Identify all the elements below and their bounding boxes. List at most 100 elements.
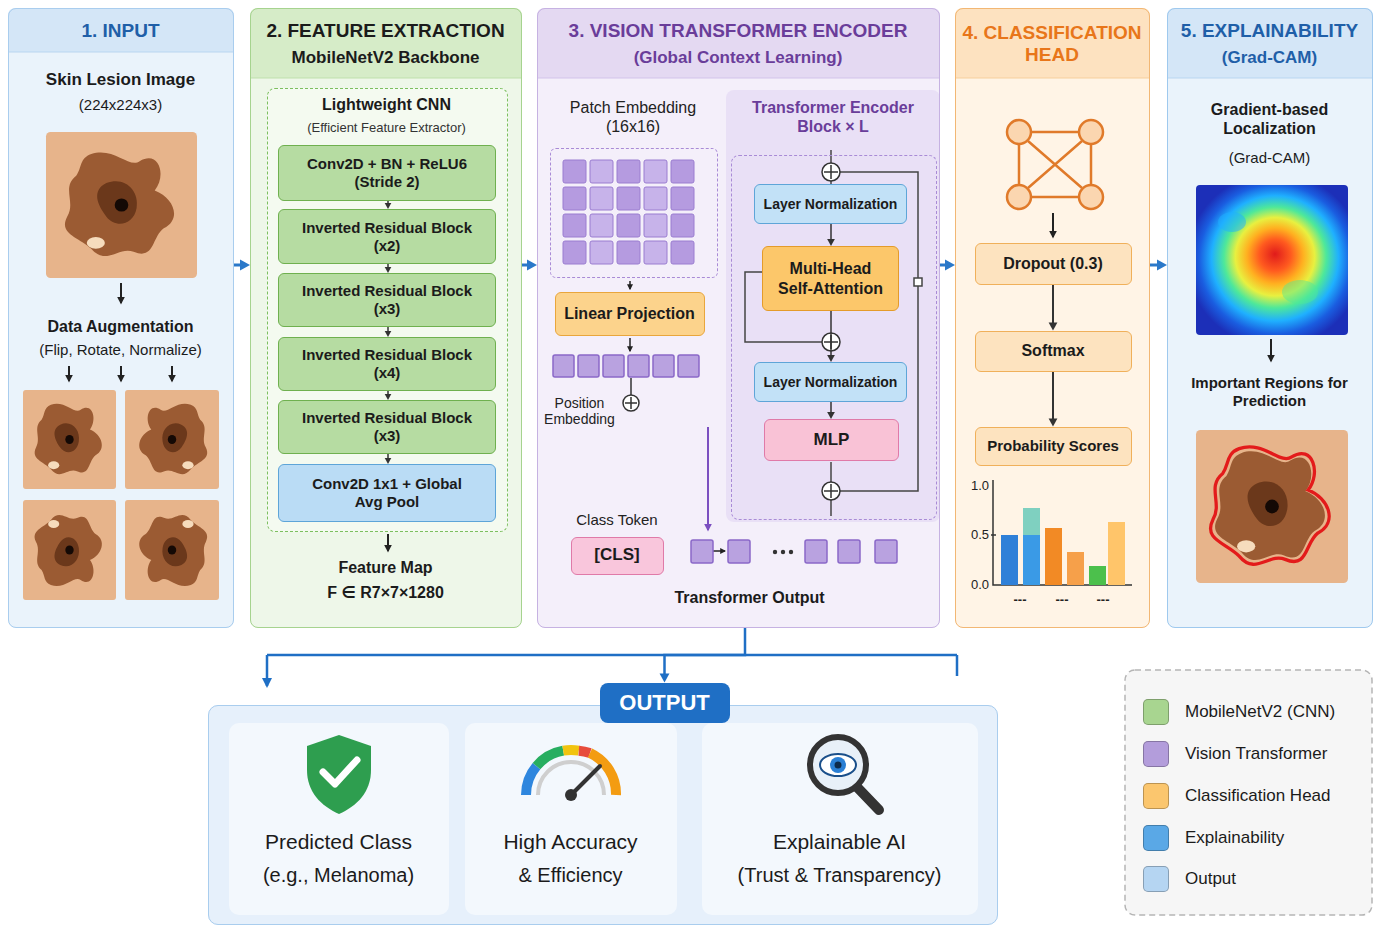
token-square [838, 540, 860, 563]
panel-text: Skin Lesion Image [46, 69, 195, 89]
panel-heading: Explainable AI [773, 829, 906, 854]
panel-fill [1167, 8, 1373, 628]
patch-grid [563, 241, 694, 264]
panel-text: Transformer Output [674, 588, 824, 607]
text-slot: Skin Lesion Image [8, 69, 234, 89]
region-fill [229, 723, 449, 915]
group-frame: Lightweight CNN (Efficient Feature Extrac… [267, 88, 508, 532]
panel-fill [537, 8, 940, 628]
text-slot: High Accuracy [465, 829, 677, 854]
legend-frame [1125, 670, 1372, 915]
add-symbol [623, 395, 639, 411]
connector [1049, 372, 1058, 427]
add-symbol [824, 165, 838, 179]
legend-text: Explainability [1185, 828, 1284, 848]
ellipsis-dots [773, 550, 777, 554]
header-rule [955, 78, 1150, 79]
text-slot: Explainable AI [702, 829, 978, 854]
layer-box: Conv2D + BN + ReLU6(Stride 2) [278, 145, 496, 201]
region-fill [208, 705, 998, 925]
lesion-overlay [1211, 447, 1330, 564]
heatmap [1196, 185, 1348, 335]
position-link [630, 378, 632, 395]
flow-arrow [120, 283, 122, 303]
axis-label: --- [1097, 592, 1110, 608]
bar-chart [1089, 566, 1106, 585]
text-slot: Patch Embedding (16x16) [549, 98, 717, 136]
layer-box: Inverted Residual Block(x3) [278, 400, 496, 454]
token-box: [CLS] [571, 537, 664, 575]
connector [522, 260, 537, 271]
arrowhead [827, 355, 835, 362]
position-link [630, 378, 632, 395]
text-slot: (Global Context Learning) [537, 47, 940, 67]
text-slot: & Efficiency [465, 863, 677, 887]
magnifier-icon [856, 786, 879, 810]
connector [827, 224, 835, 246]
bar-chart [991, 534, 996, 536]
region-fill [726, 90, 940, 522]
bar-chart [993, 480, 1132, 585]
token-square [628, 355, 649, 377]
token-square [728, 540, 750, 563]
result-card: Explainable AI (Trust & Transparency) [702, 723, 978, 915]
magnifier-icon [820, 754, 856, 776]
box-label: Layer Normalization [764, 374, 898, 391]
box-label: Inverted Residual Block [302, 219, 472, 237]
box-label: Probability Scores [987, 437, 1119, 455]
process-box: Dropout (0.3) [975, 243, 1132, 285]
box-label: Layer Normalization [764, 196, 898, 213]
lesion-photo [23, 390, 116, 489]
stage-panel: 5. EXPLAINABILITY(Grad-CAM)Gradient-base… [1167, 8, 1373, 628]
connector [1150, 260, 1167, 271]
token-square [603, 355, 624, 377]
panel-text: Position Embedding [540, 395, 620, 429]
text-slot: Predicted Class [229, 829, 449, 854]
header-rule [250, 78, 522, 79]
connector [234, 260, 250, 271]
panel-text: (Efficient Feature Extractor) [307, 120, 466, 136]
panel-text: (Trust & Transparency) [738, 863, 942, 887]
text-slot: --- [1083, 592, 1123, 608]
box-label: Multi-Head Self-Attention [775, 259, 887, 297]
text-slot: Lightweight CNN [266, 95, 507, 114]
region-fill [208, 88, 998, 925]
connector [385, 454, 392, 464]
connector [385, 264, 392, 273]
panel-text: (Grad-CAM) [1229, 149, 1311, 167]
text-slot: Important Regions for Prediction [1167, 374, 1373, 410]
flow-arrow [1270, 339, 1272, 361]
process-box: Multi-Head Self-Attention [762, 246, 899, 311]
bar-chart [991, 480, 1132, 585]
arrowhead [527, 260, 537, 271]
patch-grid [563, 160, 694, 264]
text-slot: 1.0 [950, 478, 989, 494]
connector [385, 201, 392, 209]
box-label: Dropout (0.3) [1003, 254, 1103, 273]
bar-chart [1108, 522, 1125, 585]
panel-text: Feature Map [338, 558, 432, 577]
text-slot: (Grad-CAM) [1167, 47, 1373, 67]
panel-text: (e.g., Melanoma) [263, 863, 414, 887]
token-square [553, 355, 574, 377]
axis-label: --- [1014, 592, 1027, 608]
legend-swatch [1143, 741, 1169, 767]
panel-fill [8, 8, 1373, 628]
flow-arrow [387, 534, 389, 551]
panel-heading: 3. VISION TRANSFORMER ENCODER [569, 19, 908, 42]
box-label: (x3) [374, 427, 401, 445]
box-label: (Stride 2) [354, 173, 419, 191]
process-box: MLP [764, 419, 899, 461]
gauge-icon [526, 750, 616, 801]
lesion-photo [125, 390, 219, 489]
network-icon [1019, 132, 1091, 197]
panel-heading: Transformer Encoder Block × L [741, 98, 926, 136]
box-label: (x3) [374, 300, 401, 318]
add-symbol [824, 484, 838, 498]
text-slot: (224x224x3) [8, 96, 234, 114]
axis-label: 0.5 [971, 527, 989, 543]
text-slot: OUTPUT [600, 683, 730, 723]
flow-arrow [1052, 213, 1054, 237]
gauge-icon [565, 789, 577, 801]
output-panel: OUTPUTPredicted Class(e.g., Melanoma)Hig… [208, 705, 998, 925]
